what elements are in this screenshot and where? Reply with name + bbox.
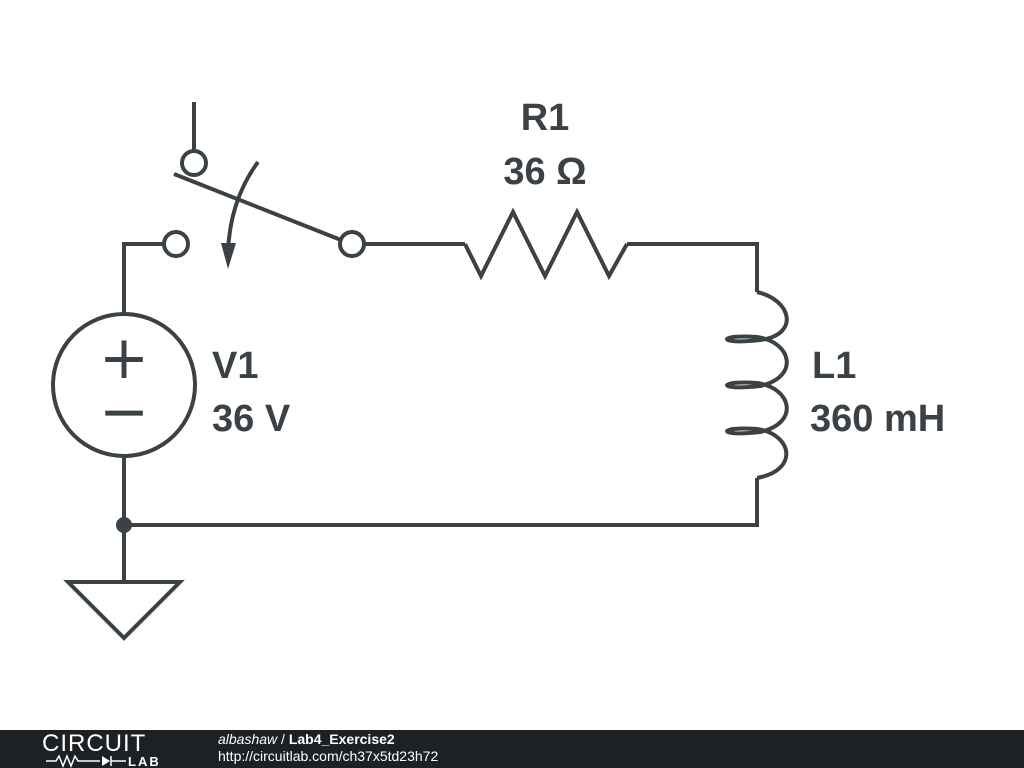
spdt-switch bbox=[162, 102, 366, 269]
source-value-label: 36 V bbox=[212, 398, 291, 440]
switch-terminal-common bbox=[338, 230, 366, 258]
circuit-title-link[interactable]: Lab4_Exercise2 bbox=[288, 731, 395, 747]
resistor-name-label: R1 bbox=[521, 97, 570, 139]
switch-terminal-left bbox=[162, 230, 190, 258]
switch-terminal-top bbox=[180, 149, 208, 177]
wire-ground-return bbox=[124, 478, 759, 527]
inductor-l1: L1 360 mH bbox=[725, 290, 945, 480]
logo-resistor-icon bbox=[46, 753, 100, 768]
switch-arrowhead-icon bbox=[221, 243, 236, 269]
circuit-wires bbox=[116, 242, 759, 582]
resistor-zigzag bbox=[463, 207, 629, 281]
circuit-url-link[interactable]: http://circuitlab.com/ch37x5td23h72 bbox=[218, 748, 439, 764]
logo-text-top: CIRCUIT bbox=[42, 730, 146, 757]
footer-bar: CIRCUIT LAB albashaw / Lab4_Exercise2 ht… bbox=[0, 730, 1024, 768]
junction-dot bbox=[116, 517, 132, 533]
source-body bbox=[51, 312, 197, 458]
switch-blade bbox=[173, 172, 342, 242]
resistor-value-label: 36 Ω bbox=[503, 151, 586, 193]
author-link[interactable]: albashaw bbox=[218, 731, 278, 747]
wire-source-to-switch bbox=[122, 242, 164, 315]
switch-action-arrow bbox=[226, 160, 260, 253]
logo-diode-icon bbox=[102, 756, 110, 766]
plus-sign-icon: + bbox=[99, 323, 149, 393]
ground-symbol bbox=[63, 580, 185, 641]
circuit-credit: albashaw / Lab4_Exercise2 http://circuit… bbox=[218, 731, 438, 765]
circuit-schematic: R1 36 Ω + − V1 36 V L1 360 mH bbox=[51, 97, 945, 641]
inductor-coil bbox=[725, 290, 789, 480]
credit-line: albashaw / Lab4_Exercise2 bbox=[218, 731, 438, 748]
inductor-value-label: 360 mH bbox=[810, 398, 945, 440]
source-name-label: V1 bbox=[212, 345, 258, 387]
minus-sign-icon: − bbox=[99, 377, 149, 447]
wire-resistor-to-inductor bbox=[627, 242, 759, 292]
resistor-r1: R1 36 Ω bbox=[463, 97, 629, 281]
inductor-name-label: L1 bbox=[812, 345, 856, 387]
voltage-source-v1: + − V1 36 V bbox=[51, 312, 291, 458]
logo-text-bottom: LAB bbox=[128, 754, 161, 768]
credit-separator: / bbox=[277, 731, 289, 747]
circuitlab-logo[interactable]: CIRCUIT LAB bbox=[40, 730, 180, 768]
